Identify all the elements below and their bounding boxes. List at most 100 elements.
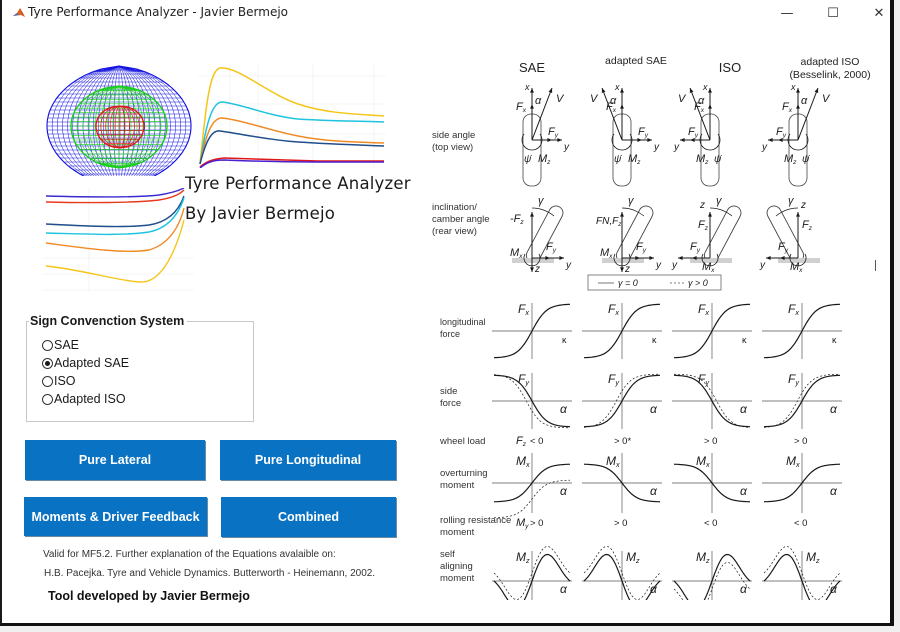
label-kappa: κ <box>562 335 567 345</box>
wheel-load-value: > 0* <box>614 436 631 447</box>
rolling-value: < 0 <box>704 518 717 529</box>
arrowhead <box>766 256 771 260</box>
label-alpha: α <box>801 95 808 107</box>
fy-curve <box>583 374 661 428</box>
curve-orange <box>199 117 385 165</box>
arrowhead <box>689 88 694 93</box>
desktop-edge-bottom <box>0 626 900 632</box>
axis-label-x: x <box>702 82 708 92</box>
arrowhead <box>620 212 624 217</box>
radio-label: ISO <box>54 374 76 388</box>
velocity-arrow <box>689 87 711 141</box>
radio-adapted-sae[interactable]: Adapted SAE <box>42 356 129 370</box>
arrowhead <box>620 88 624 93</box>
arrowhead <box>557 138 562 142</box>
label-mz: Mz <box>806 550 820 565</box>
mx-curve-camber <box>493 479 571 519</box>
wireframe-line <box>119 105 135 149</box>
minimize-button[interactable]: — <box>764 0 810 26</box>
pure-longitudinal-button[interactable]: Pure Longitudinal <box>220 440 396 480</box>
wireframe-line <box>51 65 120 176</box>
panel-title: Sign Convenction System <box>29 314 188 328</box>
fy-curve-camber <box>493 374 571 429</box>
label-fx: Fx <box>782 101 793 114</box>
pure-lateral-button[interactable]: Pure Lateral <box>25 440 205 480</box>
mx-curve <box>493 463 571 503</box>
label-mx: Mx <box>696 454 710 469</box>
label-fy: Fy <box>690 241 701 254</box>
arrowhead <box>796 104 800 109</box>
radio-circle-icon <box>42 393 53 405</box>
maximize-button[interactable]: ☐ <box>810 0 856 26</box>
wheel-rear-view <box>615 205 654 263</box>
label-mz: Mz <box>626 550 640 565</box>
curve-orange <box>45 207 185 252</box>
wireframe-line <box>67 65 120 176</box>
label-kappa: κ <box>832 335 837 345</box>
row-label-inclination: inclination/camber angle(rear view) <box>432 202 490 237</box>
label-mz: Mz <box>628 153 641 166</box>
row-label-side-angle: side angle(top view) <box>432 130 476 153</box>
fx-curve <box>673 303 751 359</box>
label-alpha: α <box>740 402 748 416</box>
label-yaw-rate: ψ̇ <box>524 154 532 165</box>
radio-sae[interactable]: SAE <box>42 338 79 352</box>
moment-arc <box>523 253 541 267</box>
moments-driver-feedback-button[interactable]: Moments & Driver Feedback <box>24 497 207 536</box>
radio-adapted-iso[interactable]: Adapted ISO <box>42 392 126 406</box>
label-mz: Mz <box>696 153 709 166</box>
axis-label-y: y <box>671 260 678 271</box>
radio-iso[interactable]: ISO <box>42 374 76 388</box>
label-alpha: α <box>610 95 617 107</box>
axis-label-x: x <box>614 82 620 92</box>
camber-arc <box>709 207 733 217</box>
moment-arc <box>789 253 807 267</box>
label-alpha: α <box>560 402 568 416</box>
arrowhead <box>708 104 712 109</box>
label-mz: Mz <box>538 153 551 166</box>
arrowhead <box>708 88 712 93</box>
moment-arc <box>611 133 633 151</box>
moment-arc <box>787 133 809 151</box>
label-minus-fz: -Fz <box>510 213 524 226</box>
wireframe-line <box>118 85 156 169</box>
ground-hatch <box>690 258 732 263</box>
mz-curve-camber <box>493 546 571 600</box>
validity-note: Valid for MF5.2. Further explanation of … <box>43 549 336 560</box>
label-fz: Fz <box>802 219 813 232</box>
label-fy: Fy <box>608 372 619 387</box>
label-v: V <box>822 93 831 105</box>
wheel-load-value: < 0 <box>530 436 543 447</box>
legend-box <box>587 274 722 291</box>
radio-label: SAE <box>54 338 80 352</box>
close-button[interactable]: ✕ <box>856 0 900 26</box>
fy-curve <box>763 374 841 428</box>
label-fx: Fx <box>518 302 529 317</box>
wireframe-line <box>88 85 120 169</box>
column-header-adapted-iso: adapted ISO <box>800 56 860 68</box>
label-alpha: α <box>830 582 838 596</box>
curve-yellow <box>199 67 385 165</box>
label-alpha: α <box>535 95 542 107</box>
label-alpha: α <box>830 402 838 416</box>
label-fx: Fx <box>516 101 527 114</box>
fy-curve <box>493 374 571 428</box>
label-alpha: α <box>740 484 748 498</box>
combined-button[interactable]: Combined <box>221 497 396 537</box>
wireframe-line <box>118 65 171 176</box>
label-fz: Fz <box>698 219 709 232</box>
wireframe-outline <box>95 105 145 149</box>
wheel-rear-view <box>766 205 805 263</box>
title-bar[interactable]: Tyre Performance Analyzer - Javier Berme… <box>2 0 890 26</box>
radio-circle-icon <box>42 339 53 351</box>
column-header-iso: ISO <box>718 60 742 75</box>
label-fy: Fy <box>788 372 799 387</box>
mz-curve <box>673 553 751 600</box>
moment-arc <box>521 133 543 151</box>
wheel-load-value: > 0 <box>704 436 717 447</box>
wireframe-line <box>105 105 121 149</box>
mx-curve-camber <box>583 463 661 503</box>
text-cursor <box>875 260 876 271</box>
